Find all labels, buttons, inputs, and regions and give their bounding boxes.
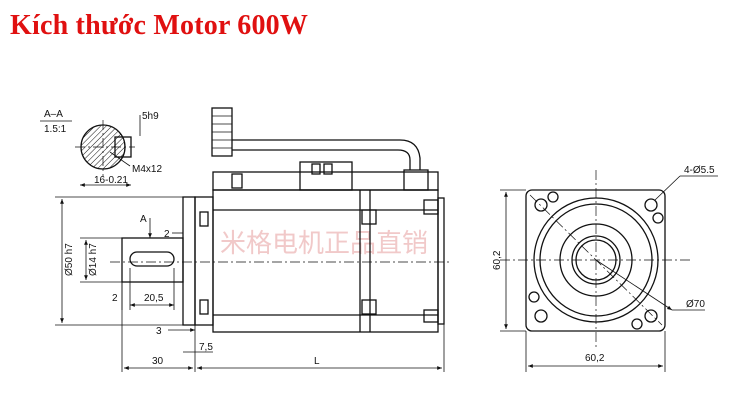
pcd-dim: Ø70	[686, 299, 705, 310]
body-length-dim: L	[314, 356, 320, 367]
shaft-dia-dim: Ø14 h7	[88, 243, 99, 276]
section-view: A–A 1.5:1 5h9 M4x12 16-0.21	[40, 109, 162, 187]
height-dim: 60,2	[492, 250, 503, 270]
width-dim: 60,2	[585, 353, 605, 364]
depth-dim: 16-0.21	[94, 175, 128, 186]
flange-thickness-dim: 7,5	[199, 342, 213, 353]
keyway-dim: 5h9	[142, 111, 159, 122]
key-length-dim: 20,5	[144, 293, 164, 304]
page-title: Kích thước Motor 600W	[10, 10, 309, 41]
section-label: A–A	[44, 109, 63, 120]
view-arrow-label: A	[140, 214, 147, 225]
side-view: Ø50 h7 Ø14 h7 A 2 20,5 2 3 7,5 30 L	[55, 107, 452, 372]
section-scale: 1.5:1	[44, 124, 67, 135]
dim-2-top: 2	[164, 229, 170, 240]
flange-step-dim: 3	[156, 326, 162, 337]
holes-dim: 4-Ø5.5	[684, 165, 715, 176]
watermark-text: 米格电机正品直销	[220, 229, 428, 259]
flange-dia-dim: Ø50 h7	[64, 243, 75, 276]
shaft-length-dim: 30	[152, 356, 164, 367]
end-view: 4-Ø5.5 Ø70 60,2 60,2	[492, 165, 718, 372]
thread-dim: M4x12	[132, 164, 162, 175]
dim-2-bottom: 2	[112, 293, 118, 304]
